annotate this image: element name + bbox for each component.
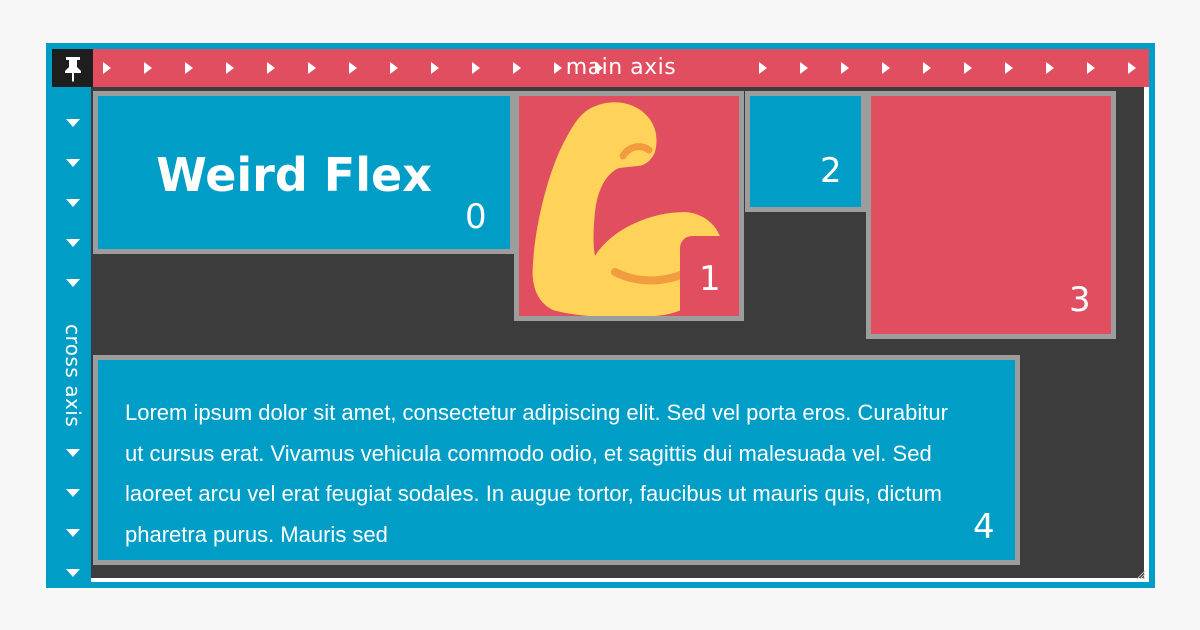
arrow-right-icon	[308, 62, 316, 74]
arrow-right-icon	[431, 62, 439, 74]
arrow-down-icon	[66, 449, 80, 457]
arrow-right-icon	[144, 62, 152, 74]
arrow-right-icon	[390, 62, 398, 74]
item-number: 2	[820, 151, 842, 191]
arrow-right-icon	[554, 62, 562, 74]
item-number: 3	[1069, 280, 1091, 320]
item-number: 0	[465, 197, 487, 237]
item-number-tab	[680, 236, 739, 316]
flex-item-1[interactable]: 1	[514, 91, 744, 321]
arrow-right-icon	[1087, 62, 1095, 74]
arrow-right-icon	[882, 62, 890, 74]
arrow-down-icon	[66, 489, 80, 497]
arrow-down-icon	[66, 119, 80, 127]
item-number: 4	[973, 507, 995, 547]
arrow-right-icon	[185, 62, 193, 74]
pin-button[interactable]	[52, 49, 93, 87]
arrow-right-icon	[1046, 62, 1054, 74]
arrow-down-icon	[66, 159, 80, 167]
arrow-right-icon	[595, 62, 603, 74]
arrow-down-icon	[66, 569, 80, 577]
arrow-right-icon	[472, 62, 480, 74]
arrow-right-icon	[267, 62, 275, 74]
arrow-down-icon	[66, 529, 80, 537]
box-title: Weird Flex	[156, 148, 432, 202]
arrow-right-icon	[964, 62, 972, 74]
arrow-down-icon	[66, 279, 80, 287]
canvas-right-edge	[1144, 87, 1149, 582]
arrow-down-icon	[66, 239, 80, 247]
arrow-right-icon	[513, 62, 521, 74]
arrow-right-icon	[923, 62, 931, 74]
resize-grip-icon[interactable]	[1134, 568, 1146, 580]
flex-item-0[interactable]: Weird Flex 0	[93, 91, 515, 254]
cross-axis-bar: cross axis	[52, 87, 93, 582]
arrow-right-icon	[226, 62, 234, 74]
flex-item-2[interactable]: 2	[745, 91, 866, 212]
main-axis-bar: main axis	[93, 49, 1149, 87]
arrow-down-icon	[66, 199, 80, 207]
lorem-paragraph: Lorem ipsum dolor sit amet, consectetur …	[125, 400, 948, 547]
arrow-right-icon	[759, 62, 767, 74]
canvas-bottom-edge	[91, 578, 1149, 582]
arrow-right-icon	[1005, 62, 1013, 74]
flex-item-4[interactable]: Lorem ipsum dolor sit amet, consectetur …	[93, 355, 1020, 565]
pin-icon	[65, 57, 81, 82]
main-axis-label: main axis	[565, 55, 677, 80]
arrow-right-icon	[1128, 62, 1136, 74]
cross-axis-label: cross axis	[61, 324, 85, 428]
arrow-right-icon	[841, 62, 849, 74]
arrow-right-icon	[800, 62, 808, 74]
item-number: 1	[699, 259, 721, 299]
arrow-right-icon	[349, 62, 357, 74]
arrow-right-icon	[103, 62, 111, 74]
flex-item-3[interactable]: 3	[866, 91, 1116, 339]
